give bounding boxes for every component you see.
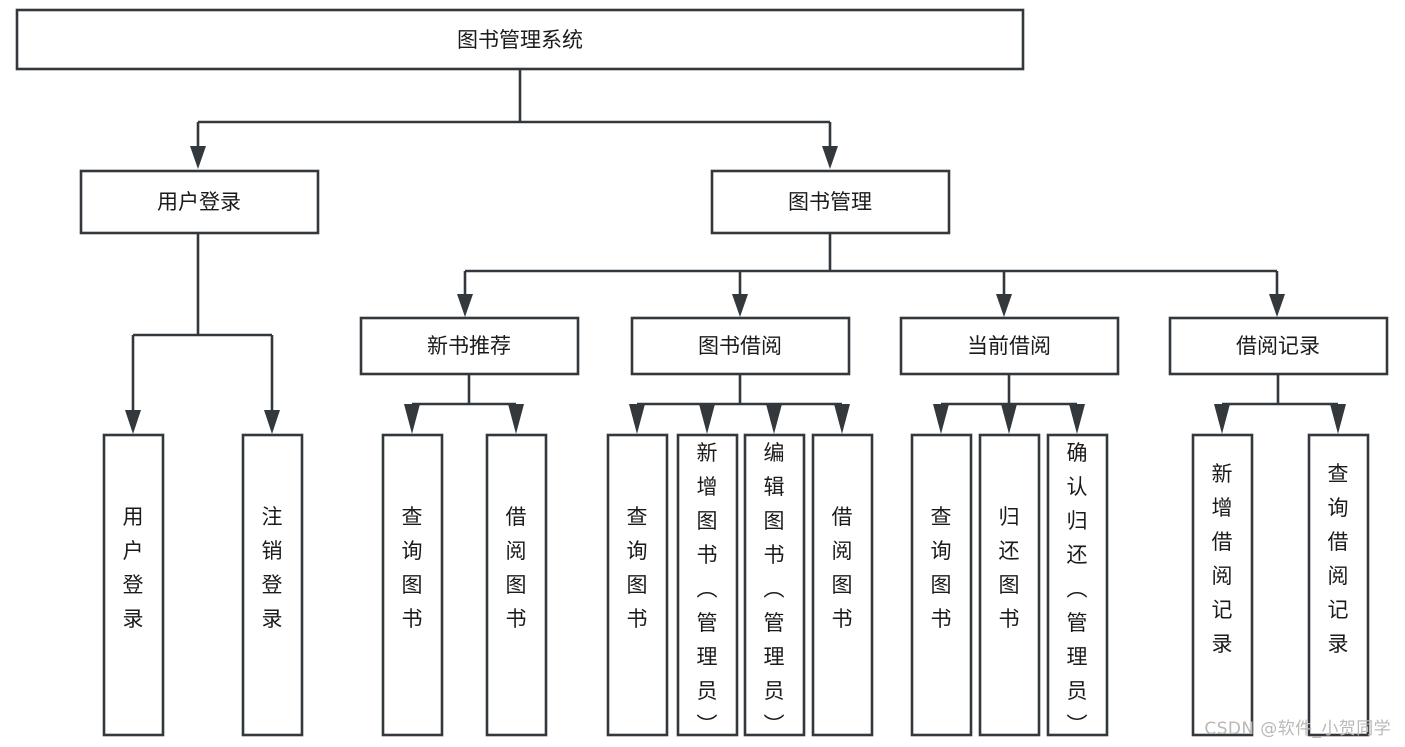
leaf-borrow-book-2-box[interactable] [811, 433, 874, 737]
leaf-query-book-3[interactable]: 查询图书 [910, 433, 973, 737]
node-borrow-record-label: 借阅记录 [1236, 334, 1320, 358]
csdn-watermark: CSDN @软件_小贺同学 [1204, 719, 1391, 739]
leaf-add-book-label: 新增图书︵管理员︶ [697, 441, 718, 737]
leaf-query-book-2[interactable]: 查询图书 [606, 433, 669, 737]
arrow-head-new-book-recommend [457, 294, 473, 317]
leaf-user-login-label: 用户登录 [123, 505, 144, 631]
node-new-book-recommend-box[interactable] [359, 316, 580, 376]
leaf-user-login[interactable]: 用户登录 [102, 433, 165, 737]
node-current-borrow[interactable]: 当前借阅 [899, 316, 1120, 376]
leaf-edit-book[interactable]: 编辑图书︵管理员︶ [743, 433, 806, 737]
arrow-head-borrow-record [1269, 294, 1285, 317]
node-book-borrow-label: 图书借阅 [698, 334, 782, 358]
connector-group-borrow-record [1214, 374, 1346, 434]
connector-group-user-login [125, 233, 280, 434]
arrow-head-book-borrow [732, 294, 748, 317]
leaf-query-book-3-label: 查询图书 [931, 505, 952, 631]
connector-group-new-book-recommend [404, 374, 524, 434]
connector-group-current-borrow [933, 374, 1085, 434]
node-book-manage-box[interactable] [710, 169, 951, 235]
arrow-head-leaf-return-book [1001, 404, 1017, 434]
leaf-add-record-label: 新增借阅记录 [1212, 462, 1233, 656]
leaf-add-book[interactable]: 新增图书︵管理员︶ [676, 433, 739, 737]
node-user-login-box[interactable] [79, 169, 320, 235]
arrow-head-leaf-query-book-1 [404, 404, 420, 434]
connector-group-book-borrow [629, 374, 850, 434]
arrow-head-leaf-borrow-book-2 [834, 404, 850, 434]
arrow-head-leaf-user-logout [264, 410, 280, 434]
leaf-query-book-2-box[interactable] [606, 433, 669, 737]
node-user-login-label: 用户登录 [157, 190, 241, 214]
node-user-login[interactable]: 用户登录 [79, 169, 320, 235]
leaf-query-book-1[interactable]: 查询图书 [381, 433, 444, 737]
node-book-borrow-box[interactable] [630, 316, 851, 376]
node-root-box[interactable] [15, 8, 1025, 71]
leaf-user-logout-label: 注销登录 [262, 505, 283, 631]
leaf-confirm-return[interactable]: 确认归还︵管理员︶ [1046, 433, 1109, 737]
arrow-head-leaf-query-book-2 [629, 404, 645, 434]
node-borrow-record-box[interactable] [1168, 316, 1389, 376]
leaf-add-record[interactable]: 新增借阅记录 [1191, 433, 1254, 737]
leaf-borrow-book-1-label: 借阅图书 [506, 505, 527, 631]
arrow-head-current-borrow [996, 294, 1012, 317]
node-new-book-recommend-label: 新书推荐 [427, 334, 511, 358]
arrow-head-leaf-borrow-book-1 [508, 404, 524, 434]
node-root-label: 图书管理系统 [457, 28, 583, 52]
leaf-user-login-box[interactable] [102, 433, 165, 737]
node-current-borrow-label: 当前借阅 [967, 334, 1051, 358]
node-current-borrow-box[interactable] [899, 316, 1120, 376]
leaf-add-book-box[interactable] [676, 433, 739, 737]
arrow-head-user-login [190, 146, 206, 169]
leaf-borrow-book-2[interactable]: 借阅图书 [811, 433, 874, 737]
leaf-user-logout[interactable]: 注销登录 [241, 433, 304, 737]
leaf-edit-book-label: 编辑图书︵管理员︶ [764, 441, 785, 737]
node-new-book-recommend[interactable]: 新书推荐 [359, 316, 580, 376]
arrow-head-leaf-query-record [1330, 404, 1346, 434]
leaf-query-record-label: 查询借阅记录 [1328, 462, 1349, 656]
leaf-query-book-1-box[interactable] [381, 433, 444, 737]
arrow-head-leaf-add-book [699, 404, 715, 434]
arrow-head-leaf-query-book-3 [933, 404, 949, 434]
leaf-query-book-3-box[interactable] [910, 433, 973, 737]
leaf-borrow-book-1-box[interactable] [485, 433, 548, 737]
arrow-head-leaf-user-login [125, 410, 141, 434]
leaf-confirm-return-label: 确认归还︵管理员︶ [1067, 441, 1088, 737]
arrow-head-leaf-edit-book [766, 404, 782, 434]
node-borrow-record[interactable]: 借阅记录 [1168, 316, 1389, 376]
leaf-return-book-box[interactable] [978, 433, 1041, 737]
leaf-add-record-box[interactable] [1191, 433, 1254, 737]
connector-group-book-manage [457, 233, 1285, 317]
leaf-borrow-book-2-label: 借阅图书 [832, 505, 853, 631]
node-book-manage[interactable]: 图书管理 [710, 169, 951, 235]
leaf-return-book-label: 归还图书 [999, 505, 1020, 631]
leaf-borrow-book-1[interactable]: 借阅图书 [485, 433, 548, 737]
leaf-query-book-1-label: 查询图书 [402, 505, 423, 631]
leaf-query-record[interactable]: 查询借阅记录 [1307, 433, 1370, 737]
leaf-query-record-box[interactable] [1307, 433, 1370, 737]
node-root[interactable]: 图书管理系统 [15, 8, 1025, 71]
leaf-query-book-2-label: 查询图书 [627, 505, 648, 631]
node-book-manage-label: 图书管理 [788, 190, 872, 214]
connector-group-root [190, 69, 838, 169]
arrow-head-leaf-confirm-return [1069, 404, 1085, 434]
arrow-head-leaf-add-record [1214, 404, 1230, 434]
arrow-head-book-manage [822, 146, 838, 169]
leaf-confirm-return-box[interactable] [1046, 433, 1109, 737]
leaf-user-logout-box[interactable] [241, 433, 304, 737]
leaf-edit-book-box[interactable] [743, 433, 806, 737]
node-book-borrow[interactable]: 图书借阅 [630, 316, 851, 376]
leaf-return-book[interactable]: 归还图书 [978, 433, 1041, 737]
